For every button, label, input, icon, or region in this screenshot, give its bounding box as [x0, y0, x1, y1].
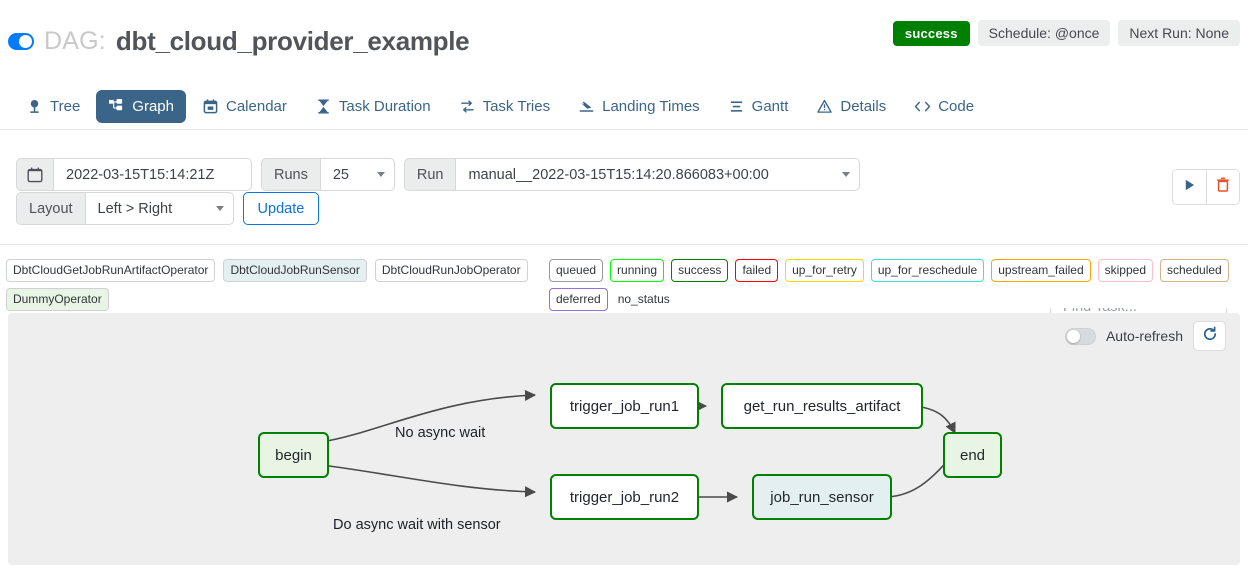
- landing-icon: [578, 98, 595, 115]
- play-icon: [1183, 178, 1196, 197]
- tab-label: Landing Times: [602, 97, 700, 115]
- legend-state-chip[interactable]: no_status: [617, 292, 670, 306]
- status-badge: success: [892, 20, 970, 46]
- calendar-icon[interactable]: [16, 158, 54, 191]
- graph-node[interactable]: trigger_job_run1: [550, 383, 699, 429]
- auto-refresh-label: Auto-refresh: [1105, 328, 1183, 344]
- layout-value: Left > Right: [97, 200, 173, 217]
- graph-node[interactable]: end: [943, 432, 1002, 478]
- run-label: Run: [403, 158, 457, 191]
- runs-group: Runs 25: [261, 158, 395, 191]
- graph-edge-label: Do async wait with sensor: [333, 517, 501, 533]
- refresh-icon: [1202, 325, 1218, 347]
- legend-state-chip[interactable]: up_for_reschedule: [870, 259, 985, 282]
- layout-label: Layout: [16, 192, 86, 225]
- tab-task-duration[interactable]: Task Duration: [303, 90, 443, 123]
- legend-state-chip[interactable]: deferred: [549, 288, 608, 311]
- graph-node[interactable]: trigger_job_run2: [550, 474, 699, 520]
- header-status-group: success Schedule: @once Next Run: None: [892, 20, 1240, 46]
- trash-icon: [1216, 177, 1230, 197]
- graph-icon: [108, 98, 125, 115]
- run-value: manual__2022-03-15T15:14:20.866083+00:00: [468, 166, 769, 183]
- view-tabbar: Tree Graph Calendar Task Duration: [0, 82, 1248, 205]
- dag-controls: 2022-03-15T15:14:21Z Runs 25 Run manual_…: [0, 131, 1248, 323]
- layout-group: Layout Left > Right: [16, 192, 234, 225]
- legend-state-chip[interactable]: running: [610, 259, 665, 282]
- schedule-badge: Schedule: @once: [977, 20, 1111, 46]
- delete-dag-button[interactable]: [1206, 170, 1239, 204]
- layout-select[interactable]: Left > Right: [85, 192, 234, 225]
- dag-label: DAG:: [44, 27, 106, 55]
- run-group: Run manual__2022-03-15T15:14:20.866083+0…: [403, 158, 861, 191]
- execution-date-input[interactable]: 2022-03-15T15:14:21Z: [54, 158, 252, 191]
- tab-calendar[interactable]: Calendar: [190, 90, 299, 123]
- tab-details[interactable]: Details: [804, 90, 898, 123]
- legend-operators: DbtCloudGetJobRunArtifactOperator DbtClou…: [6, 259, 536, 311]
- graph-node[interactable]: begin: [258, 432, 329, 478]
- legend-state-chip[interactable]: skipped: [1097, 259, 1153, 282]
- graph-node[interactable]: get_run_results_artifact: [721, 383, 923, 429]
- tab-label: Task Duration: [338, 97, 431, 115]
- legend-state-chip[interactable]: up_for_retry: [785, 259, 864, 282]
- graph-node[interactable]: job_run_sensor: [752, 474, 892, 520]
- runs-label: Runs: [261, 158, 321, 191]
- tab-label: Calendar: [226, 97, 287, 115]
- tab-label: Gantt: [751, 97, 789, 115]
- graph-edge-label: No async wait: [395, 425, 486, 441]
- dag-actions: [1172, 169, 1240, 205]
- tab-label: Details: [840, 97, 887, 115]
- legend-state-chip[interactable]: failed: [735, 259, 779, 282]
- runs-select[interactable]: 25: [320, 158, 395, 191]
- legend-operator-chip[interactable]: DbtCloudJobRunSensor: [223, 259, 367, 282]
- retry-icon: [459, 98, 476, 115]
- legend-state-chip[interactable]: queued: [549, 259, 604, 282]
- dag-name: dbt_cloud_provider_example: [115, 26, 470, 56]
- code-icon: [914, 98, 931, 115]
- controls-row-2: Layout Left > Right Update: [16, 192, 320, 225]
- graph-edges: [320, 389, 956, 503]
- execution-date-group: 2022-03-15T15:14:21Z: [16, 158, 252, 191]
- run-select[interactable]: manual__2022-03-15T15:14:20.866083+00:00: [456, 158, 861, 191]
- details-icon: [816, 98, 833, 115]
- chevron-down-icon: [842, 172, 851, 177]
- tab-label: Graph: [132, 97, 174, 115]
- tab-gantt[interactable]: Gantt: [716, 90, 801, 123]
- dag-title: DAG: dbt_cloud_provider_example: [8, 26, 470, 57]
- gantt-icon: [728, 98, 745, 115]
- controls-row-1: 2022-03-15T15:14:21Z Runs 25 Run manual_…: [16, 158, 861, 191]
- tab-tree[interactable]: Tree: [14, 90, 92, 123]
- legend-state-chip[interactable]: scheduled: [1160, 259, 1229, 282]
- tab-landing-times[interactable]: Landing Times: [566, 90, 712, 123]
- auto-refresh-toggle[interactable]: [1064, 327, 1096, 345]
- legend-operator-chip[interactable]: DbtCloudGetJobRunArtifactOperator: [6, 259, 216, 282]
- tree-icon: [26, 98, 43, 115]
- graph-legend: DbtCloudGetJobRunArtifactOperator DbtClou…: [0, 246, 1248, 311]
- chevron-down-icon: [376, 172, 385, 177]
- legend-state-chip[interactable]: success: [671, 259, 729, 282]
- tab-label: Tree: [50, 97, 81, 115]
- chevron-down-icon: [215, 206, 224, 211]
- legend-operator-chip[interactable]: DummyOperator: [6, 288, 109, 311]
- tab-label: Code: [938, 97, 975, 115]
- legend-operator-chip[interactable]: DbtCloudRunJobOperator: [374, 259, 528, 282]
- tab-code[interactable]: Code: [902, 90, 986, 123]
- view-tabs: Tree Graph Calendar Task Duration: [14, 82, 986, 130]
- hourglass-icon: [315, 98, 332, 115]
- page-header: DAG: dbt_cloud_provider_example success …: [0, 0, 1248, 68]
- update-button[interactable]: Update: [242, 192, 320, 225]
- runs-value: 25: [332, 166, 349, 183]
- dag-pause-toggle[interactable]: [8, 33, 34, 50]
- legend-state-chip[interactable]: upstream_failed: [991, 259, 1091, 282]
- tab-label: Task Tries: [482, 97, 551, 115]
- calendar-icon: [202, 98, 219, 115]
- trigger-dag-button[interactable]: [1173, 170, 1206, 204]
- legend-states: queued running success failed up_for_retry up…: [549, 259, 1239, 311]
- tab-graph[interactable]: Graph: [96, 89, 186, 123]
- tab-task-tries[interactable]: Task Tries: [447, 90, 563, 123]
- next-run-badge: Next Run: None: [1118, 20, 1240, 46]
- auto-refresh-group: Auto-refresh: [1064, 321, 1226, 351]
- refresh-button[interactable]: [1193, 321, 1226, 351]
